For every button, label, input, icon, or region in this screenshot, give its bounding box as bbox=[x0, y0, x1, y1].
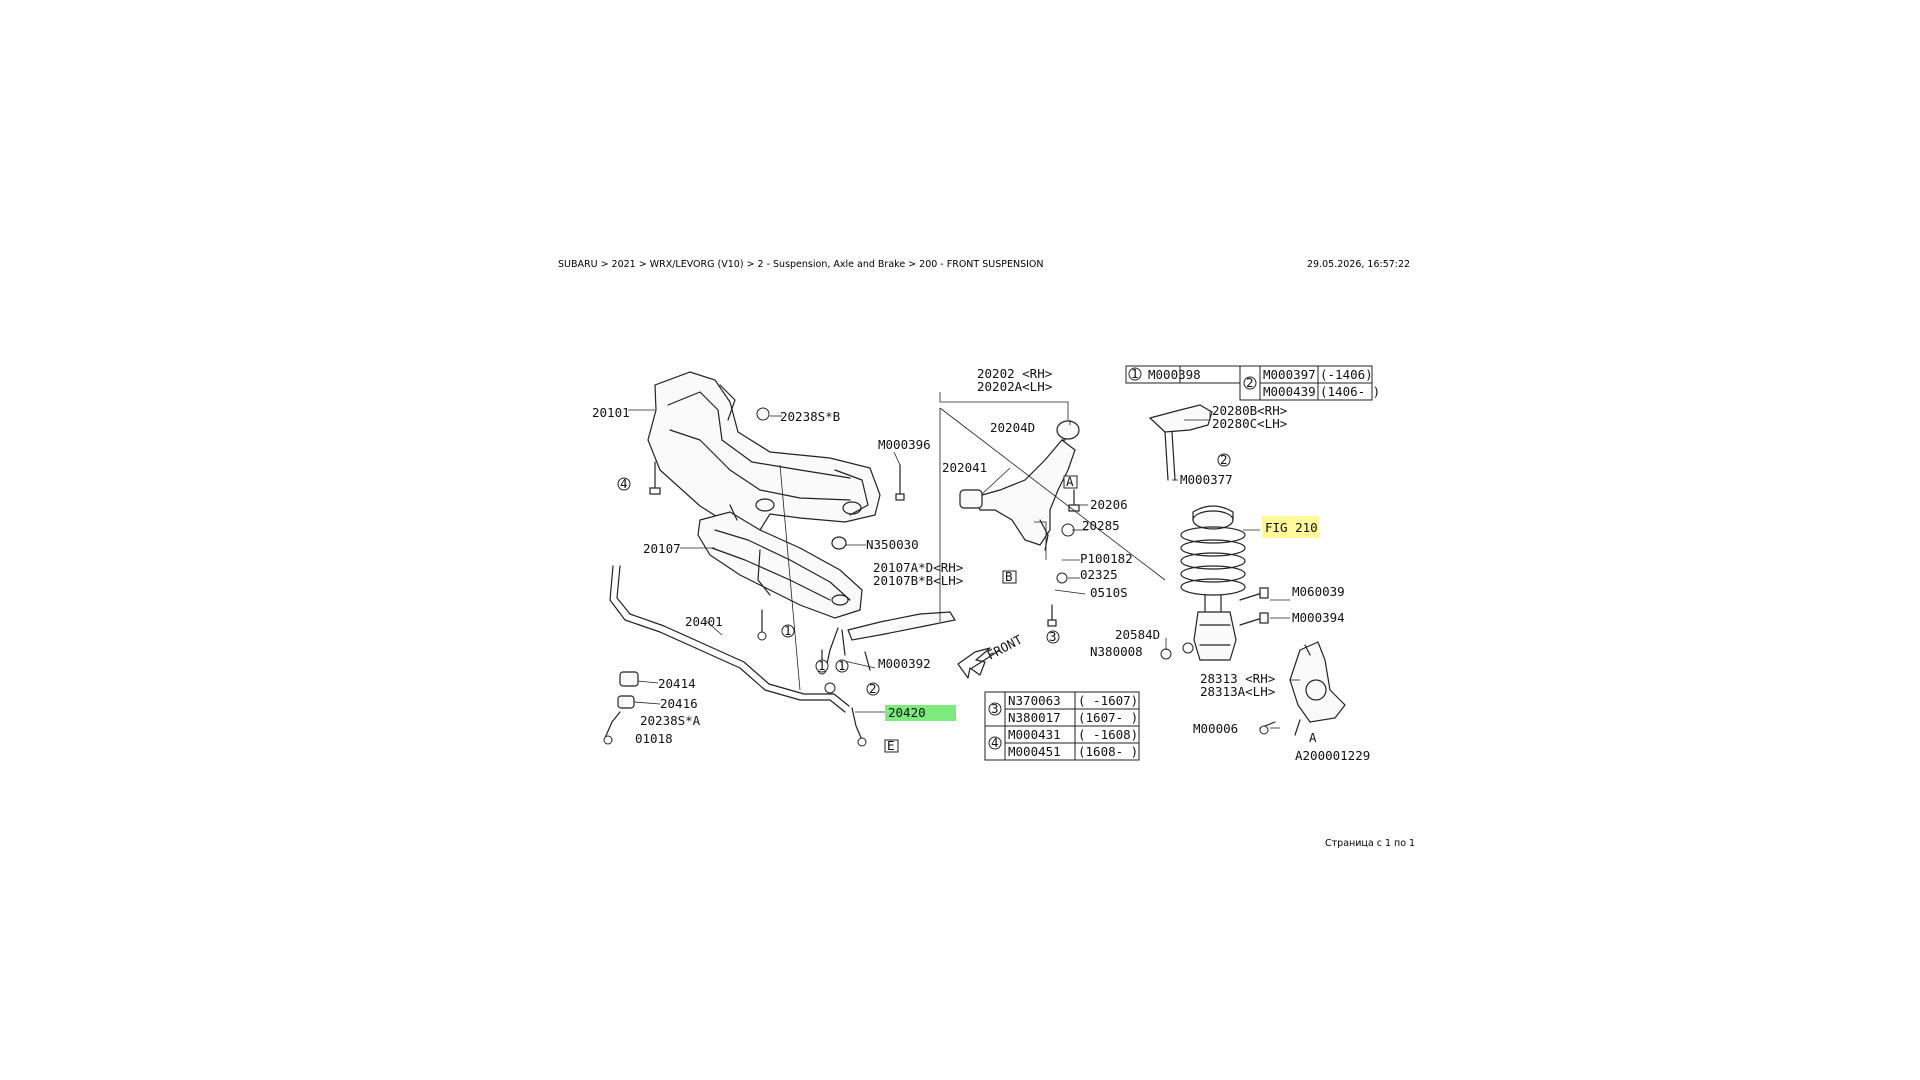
table-bottom-m000431: M000431 bbox=[1008, 727, 1061, 742]
callout-4-left: 4 bbox=[620, 476, 628, 491]
callout-a-box: A bbox=[1066, 474, 1074, 489]
table-bottom-num-3: 3 bbox=[991, 701, 999, 716]
label-20202a: 20202A<LH> bbox=[977, 379, 1052, 394]
breadcrumb: SUBARU > 2021 > WRX/LEVORG (V10) > 2 - S… bbox=[558, 259, 1044, 270]
highlight-20420 bbox=[885, 705, 956, 721]
strut-mount-20280 bbox=[1148, 404, 1213, 481]
label-02325: 02325 bbox=[1080, 567, 1118, 582]
table-text: M000398 M000397 (-1406) M000439 (1406- )… bbox=[1008, 367, 1380, 759]
table-top-num-2: 2 bbox=[1246, 375, 1254, 390]
subframe-20107 bbox=[697, 504, 863, 619]
label-m000392: M000392 bbox=[878, 656, 931, 671]
label-n380008: N380008 bbox=[1090, 644, 1143, 659]
label-20206: 20206 bbox=[1090, 497, 1128, 512]
label-m000377: M000377 bbox=[1180, 472, 1233, 487]
label-20238-a: 20238S*A bbox=[640, 713, 701, 728]
part-table-top bbox=[1125, 365, 1373, 401]
page-indicator: Страница с 1 по 1 bbox=[1325, 838, 1416, 849]
table-top-range-a: (-1406) bbox=[1320, 367, 1373, 382]
label-0510s: 0510S bbox=[1090, 585, 1128, 600]
label-20416: 20416 bbox=[660, 696, 698, 711]
stabilizer-bar-20401 bbox=[603, 565, 867, 747]
callout-3-a: 3 bbox=[1049, 629, 1057, 644]
label-20107b: 20107B*B<LH> bbox=[873, 573, 963, 588]
label-fig210[interactable]: FIG 210 bbox=[1265, 520, 1318, 535]
highlight-fig210 bbox=[1262, 516, 1319, 538]
label-m060039: M060039 bbox=[1292, 584, 1345, 599]
label-20107a: 20107A*D<RH> bbox=[873, 560, 963, 575]
table-top-range-b: (1406- ) bbox=[1320, 384, 1380, 399]
strut-spring-assembly bbox=[1180, 505, 1246, 661]
table-bottom-range-1: ( -1607) bbox=[1078, 693, 1138, 708]
callout-labels: 4 1 1 1 2 3 2 A B E A 1 2 3 4 bbox=[620, 366, 1317, 753]
knuckle-28313 bbox=[1289, 641, 1346, 736]
label-20202: 20202 <RH> bbox=[977, 366, 1052, 381]
callout-a-knuckle: A bbox=[1309, 730, 1317, 745]
table-top-num-1: 1 bbox=[1131, 366, 1139, 381]
diagram-reference-number: A200001229 bbox=[1295, 748, 1370, 763]
label-20280c: 20280C<LH> bbox=[1212, 416, 1287, 431]
label-01018: 01018 bbox=[635, 731, 673, 746]
table-bottom-range-3: ( -1608) bbox=[1078, 727, 1138, 742]
table-bottom-range-2: (1607- ) bbox=[1078, 710, 1138, 725]
label-n350030: N350030 bbox=[866, 537, 919, 552]
table-bottom-n370063: N370063 bbox=[1008, 693, 1061, 708]
crossmember-20101 bbox=[647, 371, 881, 531]
callout-1-c: 1 bbox=[838, 658, 846, 673]
table-bottom-n380017: N380017 bbox=[1008, 710, 1061, 725]
callout-b-box: B bbox=[1005, 569, 1013, 584]
lateral-link bbox=[825, 611, 956, 669]
label-20107: 20107 bbox=[643, 541, 681, 556]
label-m000394: M000394 bbox=[1292, 610, 1345, 625]
callout-e-box: E bbox=[887, 738, 895, 753]
label-m000396: M000396 bbox=[878, 437, 931, 452]
part-table-bottom bbox=[984, 691, 1140, 761]
table-bottom-num-4: 4 bbox=[991, 735, 999, 750]
callout-1-a: 1 bbox=[784, 623, 792, 638]
label-20584d: 20584D bbox=[1115, 627, 1160, 642]
label-m00006: M00006 bbox=[1193, 721, 1238, 736]
leader-lines bbox=[628, 392, 1300, 729]
label-p100182: P100182 bbox=[1080, 551, 1133, 566]
front-direction-arrow: FRONT bbox=[957, 632, 1025, 679]
table-bottom-range-4: (1608- ) bbox=[1078, 744, 1138, 759]
table-bottom-m000451: M000451 bbox=[1008, 744, 1061, 759]
table-top-m000398: M000398 bbox=[1148, 367, 1201, 382]
table-top-m000397: M000397 bbox=[1263, 367, 1316, 382]
label-20238-b: 20238S*B bbox=[780, 409, 840, 424]
callout-1-b: 1 bbox=[818, 658, 826, 673]
label-20101: 20101 bbox=[592, 405, 630, 420]
part-labels: 20101 20238S*B M000396 N350030 20107 201… bbox=[592, 366, 1370, 763]
callout-2-a: 2 bbox=[869, 681, 877, 696]
label-20401: 20401 bbox=[685, 614, 723, 629]
label-20204i: 202041 bbox=[942, 460, 987, 475]
callout-2-b: 2 bbox=[1220, 452, 1228, 467]
print-timestamp: 29.05.2026, 16:57:22 bbox=[1307, 259, 1411, 270]
label-20204d: 20204D bbox=[990, 420, 1035, 435]
label-20285: 20285 bbox=[1082, 518, 1120, 533]
label-20420: 20420 bbox=[888, 705, 926, 720]
table-top-m000439: M000439 bbox=[1263, 384, 1316, 399]
callouts bbox=[617, 453, 1231, 753]
label-20280b: 20280B<RH> bbox=[1212, 403, 1287, 418]
label-28313a: 28313A<LH> bbox=[1200, 684, 1275, 699]
front-label: FRONT bbox=[984, 632, 1025, 663]
fasteners bbox=[649, 407, 1276, 735]
label-28313: 28313 <RH> bbox=[1200, 671, 1275, 686]
lower-arm-20202 bbox=[959, 420, 1080, 551]
label-20414: 20414 bbox=[658, 676, 696, 691]
